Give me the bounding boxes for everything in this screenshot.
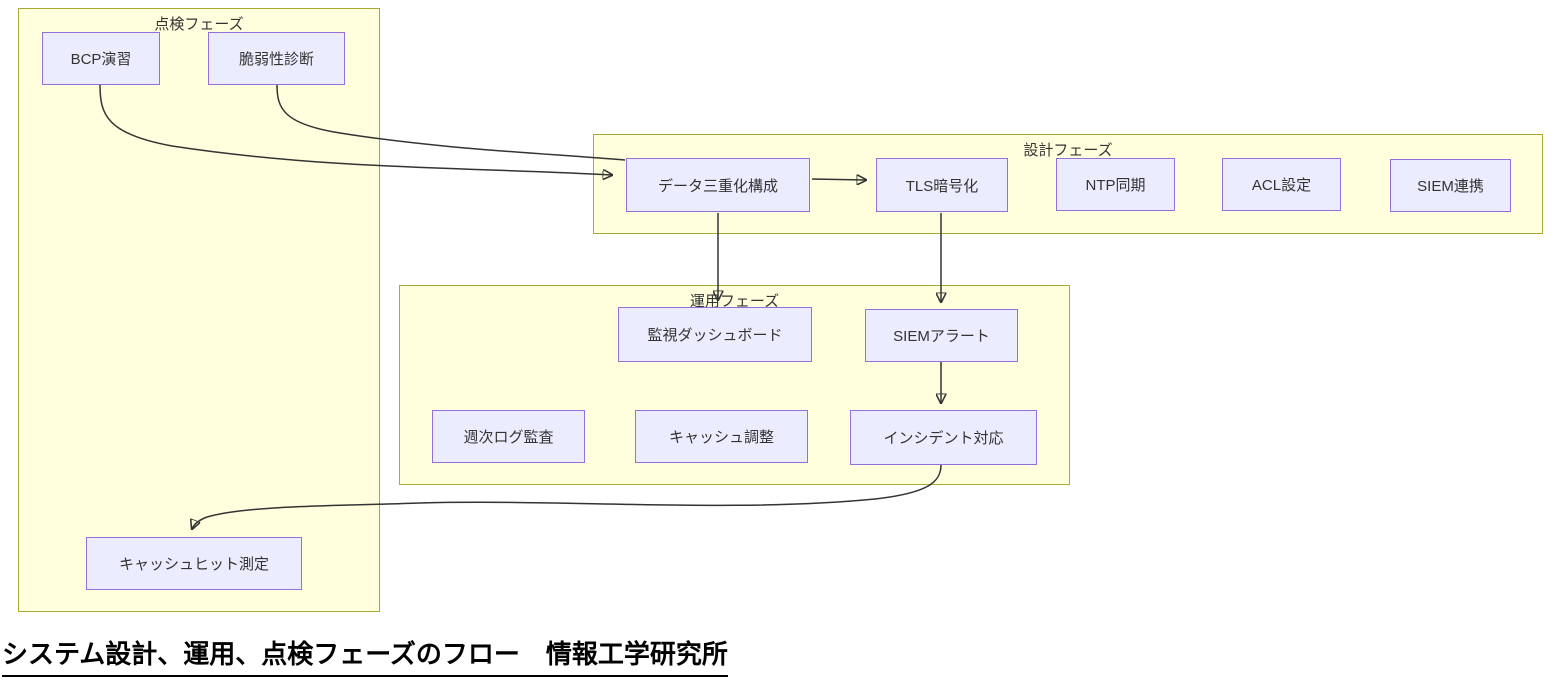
group-operation-phase-label: 運用フェーズ: [689, 293, 780, 310]
group-inspection-phase: 点検フェーズ: [18, 8, 380, 612]
node-weekly-log-audit: 週次ログ監査: [432, 410, 585, 463]
node-cache-tuning-label: キャッシュ調整: [668, 429, 774, 446]
node-tls-encryption: TLS暗号化: [876, 158, 1008, 212]
node-incident-response: インシデント対応: [850, 410, 1037, 465]
node-bcp-exercise-label: BCP演習: [70, 51, 132, 68]
node-data-triplex-config-label: データ三重化構成: [657, 177, 778, 195]
node-acl-config-label: ACL設定: [1251, 177, 1312, 194]
node-cache-tuning: キャッシュ調整: [635, 410, 808, 463]
diagram-title: システム設計、運用、点検フェーズのフロー 情報工学研究所: [2, 638, 728, 677]
node-siem-alert-label: SIEMアラート: [893, 328, 990, 345]
node-monitoring-dashboard-label: 監視ダッシュボード: [647, 327, 783, 344]
node-ntp-sync-label: NTP同期: [1085, 177, 1146, 194]
node-acl-config: ACL設定: [1222, 158, 1341, 211]
node-siem-alert: SIEMアラート: [865, 309, 1018, 362]
node-cache-hit-measurement-label: キャッシュヒット測定: [118, 556, 269, 573]
node-ntp-sync: NTP同期: [1056, 158, 1175, 211]
node-incident-response-label: インシデント対応: [883, 430, 1004, 447]
node-tls-encryption-label: TLS暗号化: [905, 177, 979, 195]
node-cache-hit-measurement: キャッシュヒット測定: [86, 537, 302, 590]
node-weekly-log-audit-label: 週次ログ監査: [463, 429, 554, 446]
node-siem-integration: SIEM連携: [1390, 159, 1511, 212]
node-monitoring-dashboard: 監視ダッシュボード: [618, 307, 812, 362]
node-bcp-exercise: BCP演習: [42, 32, 160, 85]
group-design-phase-label: 設計フェーズ: [1023, 142, 1113, 159]
node-vulnerability-scan: 脆弱性診断: [208, 32, 345, 85]
node-data-triplex-config: データ三重化構成: [626, 158, 810, 212]
group-inspection-phase-label: 点検フェーズ: [154, 16, 244, 33]
node-vulnerability-scan-label: 脆弱性診断: [238, 51, 314, 68]
node-siem-integration-label: SIEM連携: [1417, 178, 1484, 195]
